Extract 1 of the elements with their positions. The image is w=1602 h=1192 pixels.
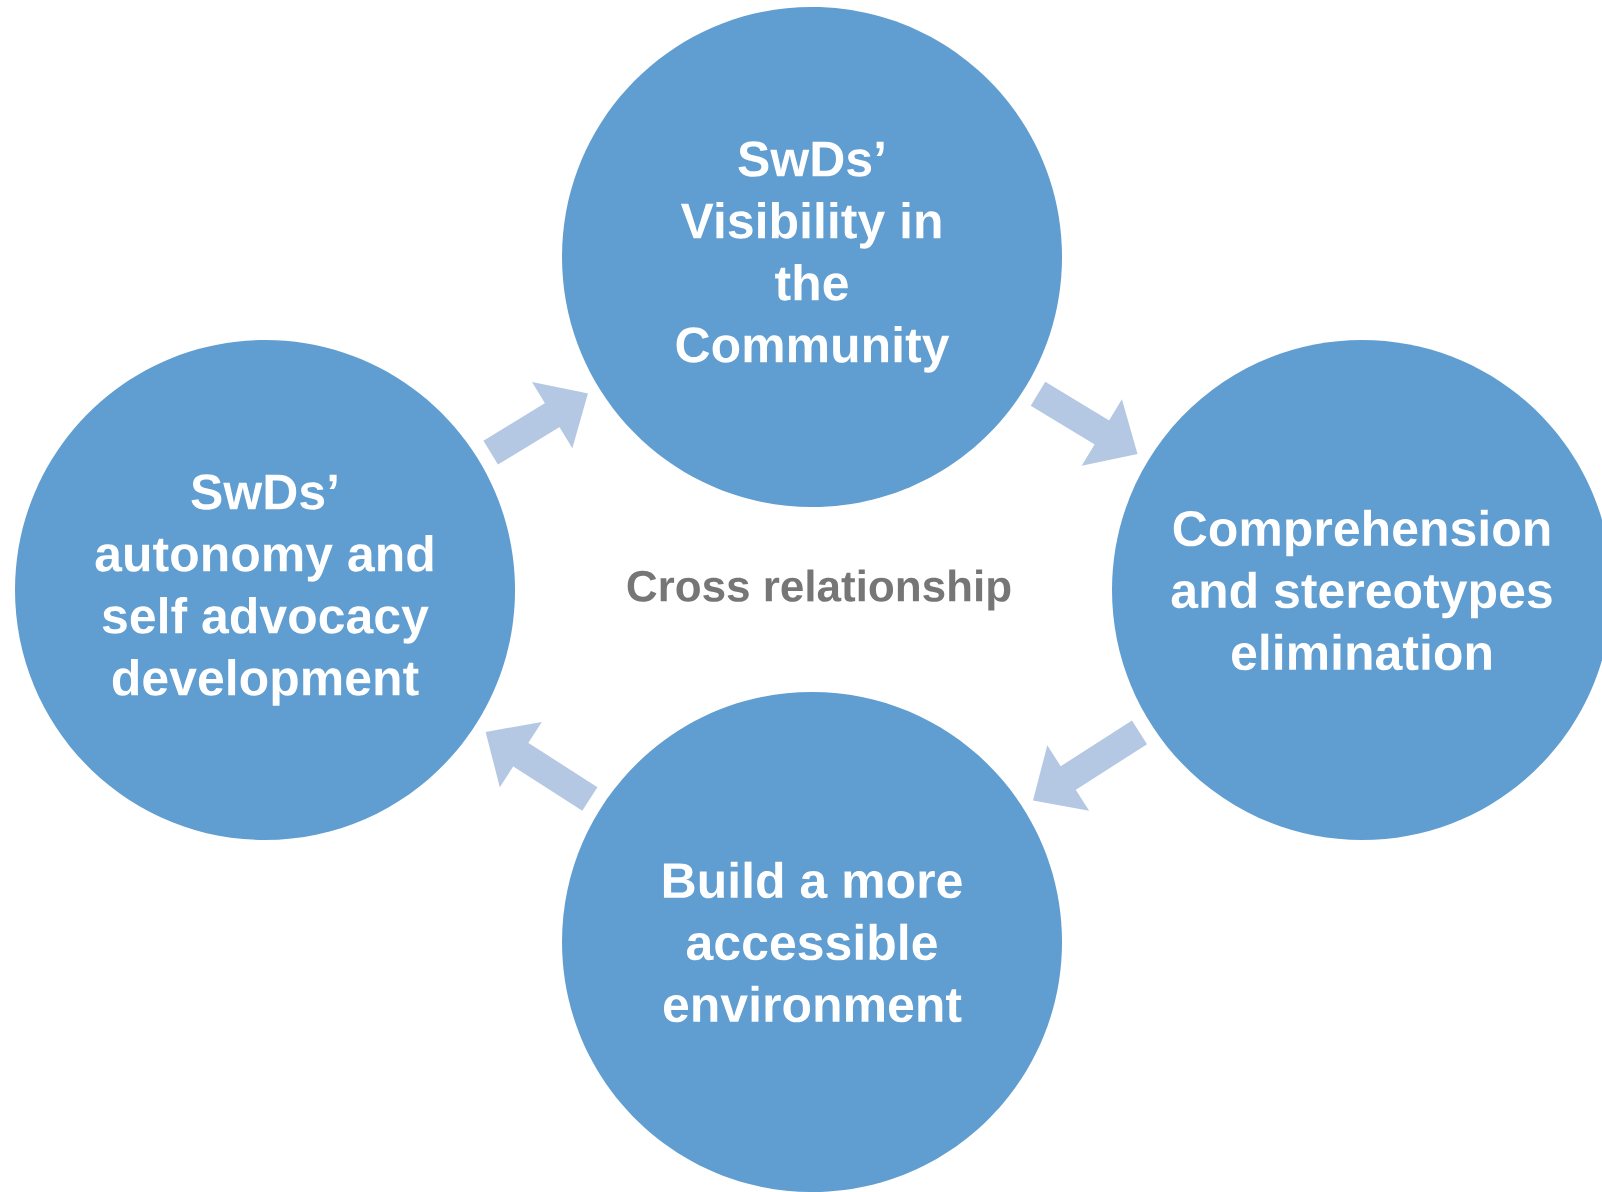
center-label: Cross relationship xyxy=(627,569,1011,611)
